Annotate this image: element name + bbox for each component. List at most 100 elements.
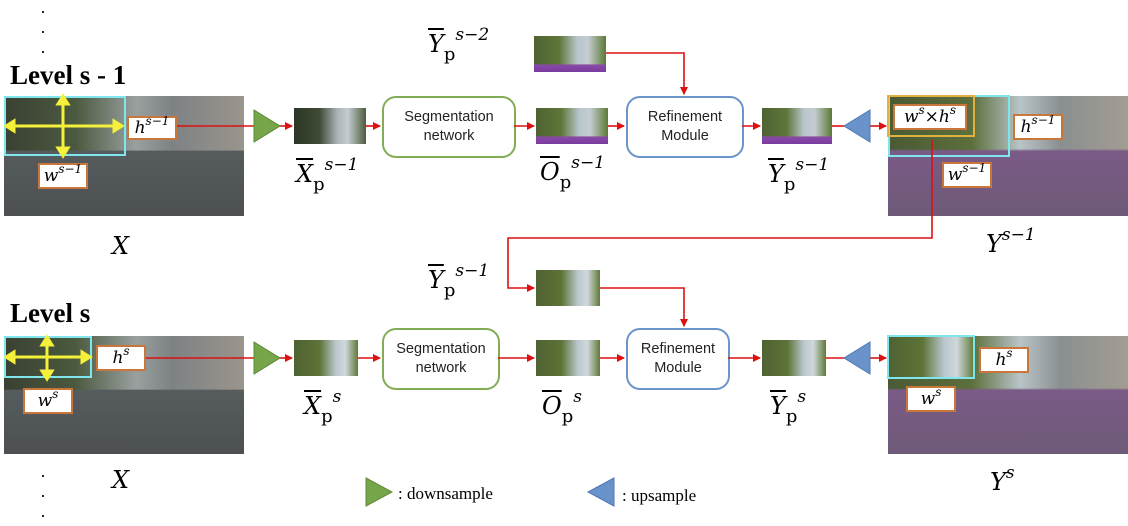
level-title-s-minus-1: Level s - 1	[10, 60, 127, 90]
symbol-sub: p	[559, 172, 572, 193]
module-label-line1: Refinement	[647, 109, 723, 125]
symbol-base: X	[304, 392, 322, 420]
symbol-base: Y	[428, 30, 444, 58]
symbol-sup: s	[573, 387, 582, 407]
h-label-sup: s−1	[145, 114, 170, 128]
arrow-feedback-to-level-s	[507, 140, 933, 292]
refined-label-level-s-minus-1: Yps−1	[768, 155, 829, 195]
dot: ·	[40, 22, 46, 42]
downsampled-patch-level-s	[294, 340, 358, 376]
segmentation-network-level-s-minus-1[interactable]: Segmentation network	[382, 96, 516, 158]
w-label-base: w	[43, 166, 59, 186]
module-label: Segmentation network	[396, 340, 485, 378]
w-label-sup: s	[52, 387, 59, 401]
crop-times: ×	[924, 107, 939, 127]
h-label-sup: s−1	[1031, 113, 1056, 127]
module-label-line1: Refinement	[640, 341, 716, 357]
refinement-module-level-s[interactable]: Refinement Module	[626, 328, 730, 390]
module-label: Refinement Module	[641, 340, 715, 378]
output-label-level-s: Ys	[990, 463, 1015, 496]
w-label-base: w	[947, 165, 963, 185]
symbol-sup: s−1	[1001, 225, 1036, 245]
symbol-sup: s−1	[324, 155, 359, 175]
downsample-icon-level-s-minus-1	[253, 109, 281, 143]
refined-label-level-s: Yps	[770, 387, 806, 427]
prev-prediction-label-level-s: Yps−1	[428, 261, 489, 301]
h-label-base: h	[1020, 117, 1032, 137]
dot: ·	[40, 42, 46, 62]
refined-patch-level-s	[762, 340, 826, 376]
symbol-sup: s−1	[455, 261, 490, 281]
module-label: Refinement Module	[648, 108, 722, 146]
w-label-sup: s	[935, 385, 942, 399]
symbol-sub: p	[785, 406, 798, 427]
downsampled-label-level-s: Xps	[304, 387, 341, 427]
crop-h-sup: s	[949, 103, 957, 117]
symbol-base: O	[542, 392, 562, 420]
symbol-sub: p	[443, 280, 456, 301]
w-label-base: w	[920, 389, 936, 409]
upsample-icon-level-s	[843, 341, 871, 375]
connectors-level-s-minus-1	[177, 52, 933, 292]
w-label-sup: s−1	[962, 161, 987, 175]
continuation-dots-top: · · ·	[38, 2, 48, 62]
target-crop-box	[887, 95, 975, 137]
refinement-module-level-s-minus-1[interactable]: Refinement Module	[626, 96, 744, 158]
symbol-sup: s	[1005, 463, 1015, 483]
module-label: Segmentation network	[404, 108, 493, 146]
arrow-prev-to-refinement	[606, 52, 688, 95]
segmentation-network-level-s[interactable]: Segmentation network	[382, 328, 500, 390]
symbol-sub: p	[443, 44, 456, 65]
size-arrows-level-s-minus-1	[3, 93, 125, 159]
h-label-base: h	[112, 348, 124, 368]
input-label-x-level-s: X	[112, 466, 130, 494]
connectors-level-s	[146, 287, 887, 362]
downsample-icon-level-s	[253, 341, 281, 375]
downsampled-patch-level-s-minus-1	[294, 108, 366, 144]
symbol-base: Y	[770, 392, 786, 420]
refined-crop-overlay	[888, 336, 974, 378]
input-label-x-level-s-minus-1: X	[112, 232, 130, 260]
dot: ·	[40, 506, 46, 526]
crop-w-sup: s	[918, 103, 925, 117]
refined-patch-level-s-minus-1	[762, 108, 832, 144]
downsampled-label-level-s-minus-1: Xps−1	[296, 155, 358, 195]
prev-prediction-patch-level-s-minus-1	[534, 36, 606, 72]
symbol-base: Y	[990, 468, 1006, 496]
symbol-sup: s	[332, 387, 342, 407]
crop-w: w	[903, 107, 919, 127]
size-arrows-level-s	[3, 334, 93, 382]
symbol-sup: s	[797, 387, 807, 407]
dot: ·	[40, 2, 46, 22]
symbol-base: O	[540, 158, 560, 186]
symbol-sup: s−1	[795, 155, 830, 175]
h-label-sup: s	[123, 344, 130, 358]
module-label-line2: network	[423, 128, 475, 144]
symbol-sub: p	[783, 174, 796, 195]
w-label-base: w	[37, 391, 53, 411]
h-label-base: h	[995, 350, 1007, 370]
symbol-sub: p	[313, 174, 325, 195]
h-label-base: h	[134, 118, 146, 138]
prev-prediction-label-level-s-minus-1: Yps−2	[428, 25, 489, 65]
module-label-line1: Segmentation	[396, 341, 486, 357]
symbol-base: Y	[768, 160, 784, 188]
continuation-dots-bottom: · · ·	[38, 466, 48, 526]
symbol-sup: s−2	[455, 25, 490, 45]
legend-upsample-icon	[586, 477, 615, 507]
symbol-sup: s−1	[571, 153, 606, 173]
output-label-level-s-minus-1: Ys−1	[986, 225, 1036, 258]
module-label-line2: Module	[654, 360, 702, 376]
legend-downsample-icon	[365, 477, 394, 507]
w-label-sup: s−1	[58, 162, 83, 176]
legend-upsample-label: : upsample	[622, 486, 697, 505]
symbol-base: Y	[986, 230, 1002, 258]
